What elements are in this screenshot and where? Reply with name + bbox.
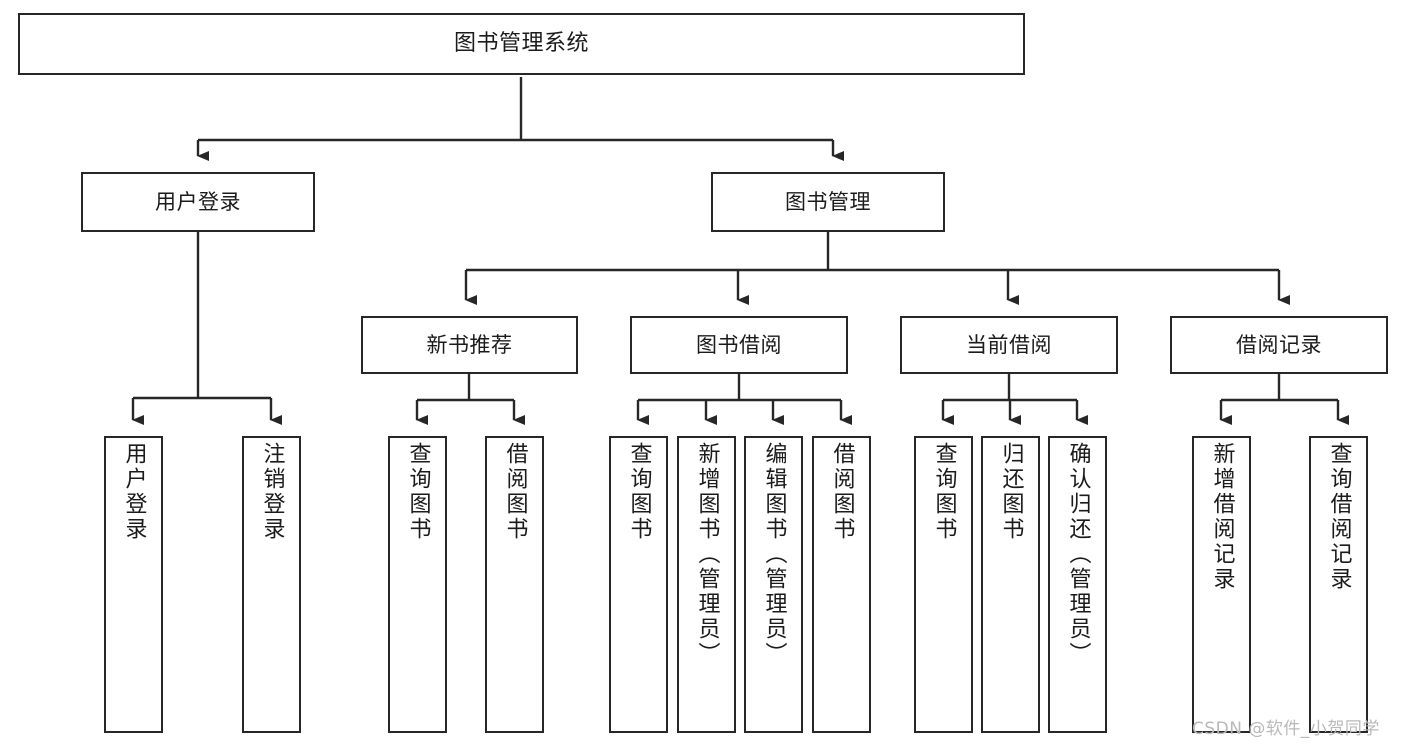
node-new-book-recommend[interactable]: 新书推荐 <box>361 316 578 374</box>
node-label: 借阅图书 <box>829 442 855 542</box>
node-leaf-add-record[interactable]: 新增借阅记录 <box>1192 436 1251 733</box>
node-leaf-edit-book[interactable]: 编辑图书（管理员） <box>744 436 803 733</box>
node-label: 查询借阅记录 <box>1326 442 1352 592</box>
node-leaf-query-book-1[interactable]: 查询图书 <box>388 436 447 733</box>
node-leaf-borrow-book-1[interactable]: 借阅图书 <box>485 436 544 733</box>
node-current-borrow[interactable]: 当前借阅 <box>900 316 1118 374</box>
node-label: 用户登录 <box>121 442 147 542</box>
node-label: 新增图书（管理员） <box>694 442 720 667</box>
node-label: 注销登录 <box>259 442 285 542</box>
node-label: 图书借阅 <box>696 332 782 357</box>
node-label: 图书管理系统 <box>453 31 589 57</box>
node-borrow-record[interactable]: 借阅记录 <box>1170 316 1388 374</box>
node-leaf-query-book-3[interactable]: 查询图书 <box>914 436 973 733</box>
node-user-login[interactable]: 用户登录 <box>81 172 315 232</box>
node-label: 当前借阅 <box>966 332 1052 357</box>
node-label: 查询图书 <box>931 442 957 542</box>
node-leaf-user-logout[interactable]: 注销登录 <box>242 436 301 733</box>
node-leaf-query-book-2[interactable]: 查询图书 <box>609 436 668 733</box>
node-leaf-borrow-book-2[interactable]: 借阅图书 <box>812 436 871 733</box>
csdn-watermark: CSDN @软件_小贺同学 <box>1192 719 1380 739</box>
node-leaf-user-login[interactable]: 用户登录 <box>104 436 163 733</box>
node-label: 查询图书 <box>405 442 431 542</box>
node-label: 用户登录 <box>155 189 241 214</box>
node-leaf-confirm-return[interactable]: 确认归还（管理员） <box>1048 436 1107 733</box>
node-book-manage[interactable]: 图书管理 <box>711 172 945 232</box>
node-book-borrow[interactable]: 图书借阅 <box>630 316 848 374</box>
node-label: 查询图书 <box>626 442 652 542</box>
node-leaf-query-record[interactable]: 查询借阅记录 <box>1309 436 1368 733</box>
node-leaf-return-book[interactable]: 归还图书 <box>981 436 1040 733</box>
node-label: 借阅记录 <box>1236 332 1322 357</box>
node-root-system[interactable]: 图书管理系统 <box>18 13 1025 75</box>
node-label: 图书管理 <box>785 189 871 214</box>
node-label: 归还图书 <box>998 442 1024 542</box>
node-label: 编辑图书（管理员） <box>761 442 787 667</box>
node-label: 确认归还（管理员） <box>1065 442 1091 667</box>
node-label: 借阅图书 <box>502 442 528 542</box>
node-label: 新书推荐 <box>426 332 513 357</box>
node-label: 新增借阅记录 <box>1209 442 1235 592</box>
node-leaf-add-book[interactable]: 新增图书（管理员） <box>677 436 736 733</box>
